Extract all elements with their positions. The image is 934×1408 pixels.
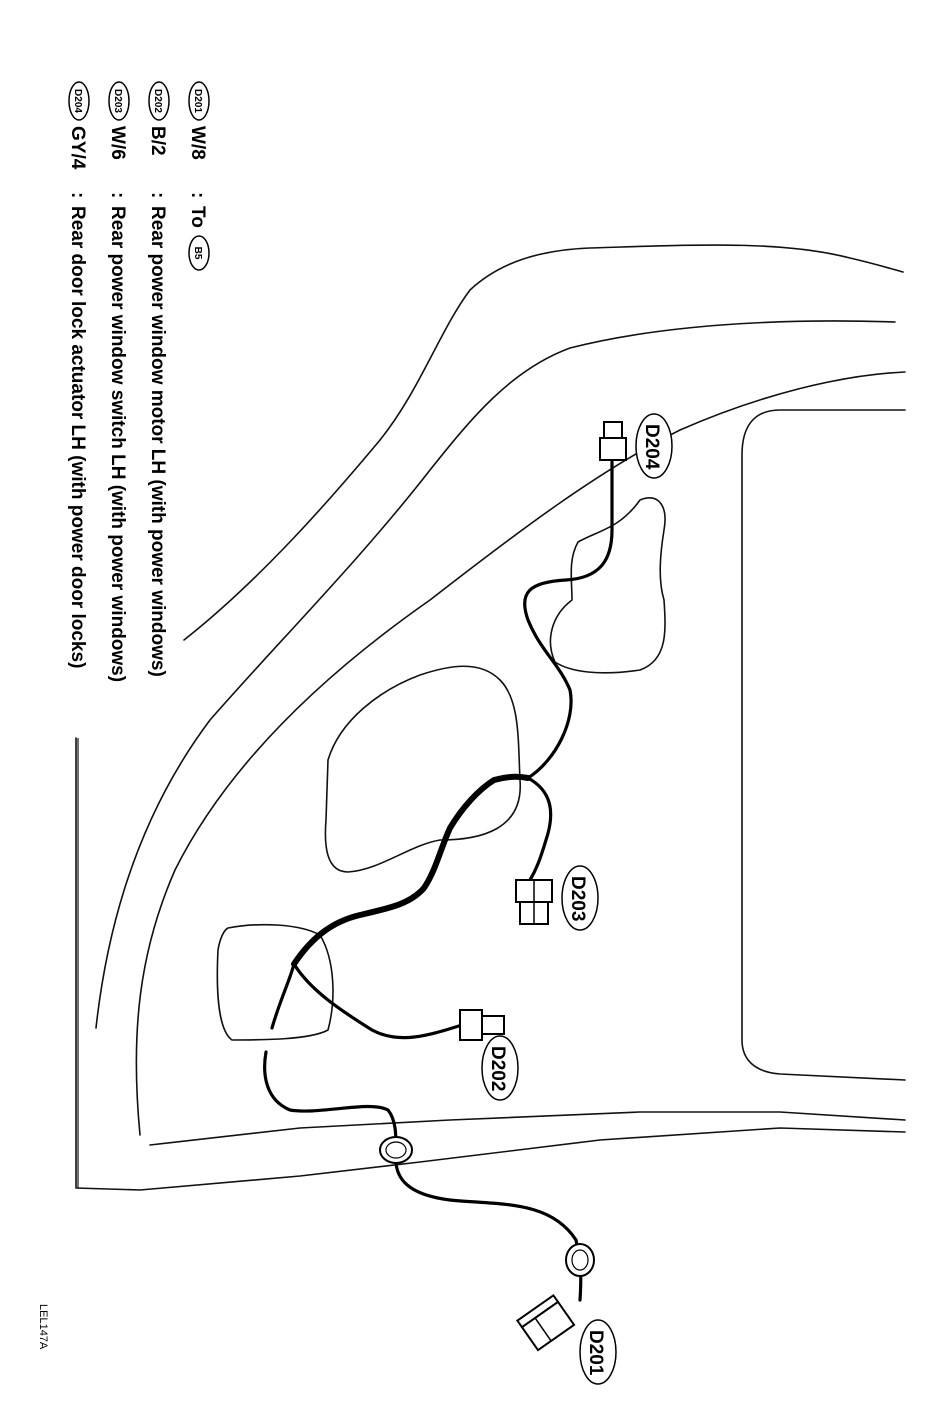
door-bottom-edge bbox=[75, 737, 906, 1191]
connector-d203-label: D203 bbox=[567, 876, 588, 921]
connector-d202-label: D202 bbox=[487, 1046, 508, 1091]
connector-d202-body bbox=[459, 1009, 483, 1041]
figure-code: LEL147A bbox=[37, 1304, 49, 1350]
legend-sep-d202: : bbox=[147, 192, 168, 198]
legend-tag-bubble bbox=[188, 81, 210, 121]
wire-branch-d202 bbox=[292, 962, 464, 1040]
connector-d202: D202 bbox=[459, 1009, 519, 1101]
wire-trunk-down bbox=[270, 962, 296, 1030]
legend-row-d203: D203 W/6 : Rear power window switch LH (… bbox=[107, 81, 130, 682]
connector-d204: D204 bbox=[599, 413, 673, 479]
legend-tag-bubble bbox=[68, 81, 90, 121]
service-holes bbox=[216, 497, 666, 1041]
wire-branch-d204 bbox=[523, 460, 614, 780]
legend-wire-d202: B/2 bbox=[147, 126, 168, 156]
legend-tag-d204: D204 bbox=[72, 89, 83, 113]
pillar-grommet-inner bbox=[571, 1249, 589, 1271]
legend-desc-d202: Rear power window motor LH (with power w… bbox=[147, 206, 168, 677]
legend-row-d202: D202 B/2 : Rear power window motor LH (w… bbox=[147, 81, 170, 677]
door-inner-contour bbox=[135, 371, 906, 1136]
legend-tag-d201: D201 bbox=[192, 89, 203, 113]
connector-d204-body bbox=[599, 437, 627, 461]
legend-row-d201: D201 W/8 : To B5 bbox=[187, 81, 210, 271]
door-grommet-inner bbox=[385, 1141, 407, 1159]
door-mid-contour bbox=[95, 320, 896, 1029]
legend-sep-d201: : bbox=[187, 192, 208, 198]
connector-d202-bubble bbox=[481, 1035, 519, 1101]
legend-tag-d202: D202 bbox=[152, 89, 163, 113]
wire-branch-d203 bbox=[526, 776, 553, 882]
wire-to-grommet bbox=[263, 1050, 398, 1150]
door-outline bbox=[75, 244, 906, 1191]
connector-d204-bubble bbox=[635, 413, 673, 479]
legend-sep-d204: : bbox=[67, 192, 88, 198]
harness-trunk bbox=[291, 773, 531, 967]
connector-d202-plug bbox=[481, 1015, 505, 1035]
connector-d201-label: D201 bbox=[585, 1330, 606, 1376]
legend-row-d204: D204 GY/4 : Rear door lock actuator LH (… bbox=[67, 81, 90, 668]
legend-wire-d203: W/6 bbox=[107, 126, 128, 160]
connector-d204-tip bbox=[603, 421, 623, 439]
wire-to-d201 bbox=[394, 1153, 583, 1302]
grommets bbox=[379, 1136, 595, 1277]
legend-wire-d204: GY/4 bbox=[67, 126, 88, 170]
legend-desc-d204: Rear door lock actuator LH (with power d… bbox=[67, 206, 88, 668]
connector-d201-lock bbox=[515, 1293, 560, 1329]
wiring-harness bbox=[263, 460, 614, 1302]
legend-sep-d203: : bbox=[107, 192, 128, 198]
legend-desc-d201: To bbox=[187, 206, 208, 228]
legend-desc-d203: Rear power window switch LH (with power … bbox=[107, 206, 128, 682]
legend-tag-bubble bbox=[108, 81, 130, 121]
connector-d201: D201 bbox=[515, 1293, 617, 1385]
legend-tag-bubble bbox=[148, 81, 170, 121]
legend-wire-d201: W/8 bbox=[187, 126, 208, 160]
connector-d204-label: D204 bbox=[641, 424, 662, 470]
window-opening bbox=[741, 409, 906, 1081]
legend-ref-b5: B5 bbox=[192, 247, 203, 260]
door-upper-contour bbox=[183, 244, 904, 641]
connector-d203: D203 bbox=[515, 865, 599, 931]
service-hole-upper bbox=[549, 497, 666, 674]
legend-tag-d203: D203 bbox=[112, 89, 123, 113]
service-hole-center bbox=[324, 665, 521, 873]
connector-d203-bubble bbox=[561, 865, 599, 931]
door-inner-bottom bbox=[149, 1111, 906, 1146]
legend-ref-bubble bbox=[188, 235, 210, 271]
legend: D201 W/8 : To B5 D202 B/2 : Rear power w… bbox=[67, 81, 210, 682]
service-hole-lower bbox=[216, 923, 334, 1041]
connector-d201-bubble bbox=[579, 1319, 617, 1385]
